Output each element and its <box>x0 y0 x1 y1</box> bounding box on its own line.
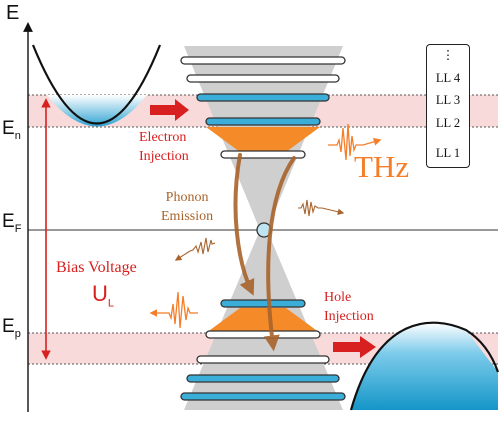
bias-voltage-symbol: UL <box>92 281 115 310</box>
ll-3-label: LL 3 <box>435 93 461 107</box>
valence-band-curve <box>349 321 500 411</box>
hole-occupied-region <box>206 308 320 333</box>
ll-bar-lower-5 <box>180 392 346 401</box>
transition-arrow-ll1-to-hole <box>263 156 296 352</box>
transition-arrow-ll2-to-hole <box>233 153 255 296</box>
energy-axis-label: E <box>6 2 20 24</box>
ll-2-label: LL 2 <box>435 116 461 130</box>
landau-level-legend: ⋮ LL 4 LL 3 LL 2 LL 1 <box>426 44 470 168</box>
ll-bar-lower-3 <box>196 355 330 364</box>
ll-ellipsis: ⋮ <box>441 48 455 62</box>
ll-bar-lower-1 <box>220 299 306 308</box>
conduction-band-fill <box>47 95 147 127</box>
e-p-label: Ep <box>2 316 21 340</box>
electron-occupied-region <box>206 127 320 152</box>
ll-bar-upper-3 <box>196 93 330 102</box>
electron-injection-arrow <box>150 99 189 121</box>
ll-4-label: LL 4 <box>435 71 461 85</box>
hole-injection-label: Hole Injection <box>324 290 374 324</box>
bias-voltage-label: Bias Voltage <box>56 259 137 276</box>
ll-bar-upper-2 <box>205 117 321 126</box>
valence-band-fill <box>351 322 498 410</box>
conduction-band-curve <box>31 44 162 125</box>
electron-injection-label: Electron Injection <box>139 130 189 164</box>
phonon-wave-left <box>174 237 216 261</box>
phonon-emission-label: Phonon Emission <box>161 190 214 224</box>
phonon-wave-right <box>298 199 345 217</box>
thz-wave-upper <box>328 123 382 161</box>
ll-1-label: LL 1 <box>435 146 461 160</box>
thz-wave-lower <box>149 291 198 329</box>
ll-bar-upper-4 <box>186 74 340 83</box>
thz-label: THz <box>354 149 410 184</box>
ll-bar-lower-4 <box>186 374 340 383</box>
e-f-label: EF <box>2 211 22 235</box>
hole-injection-arrow <box>333 336 376 358</box>
ll-bar-upper-5 <box>180 56 346 65</box>
ll-bar-lower-2 <box>205 330 321 339</box>
ll-bar-upper-1 <box>220 150 306 159</box>
e-n-label: En <box>2 118 21 142</box>
